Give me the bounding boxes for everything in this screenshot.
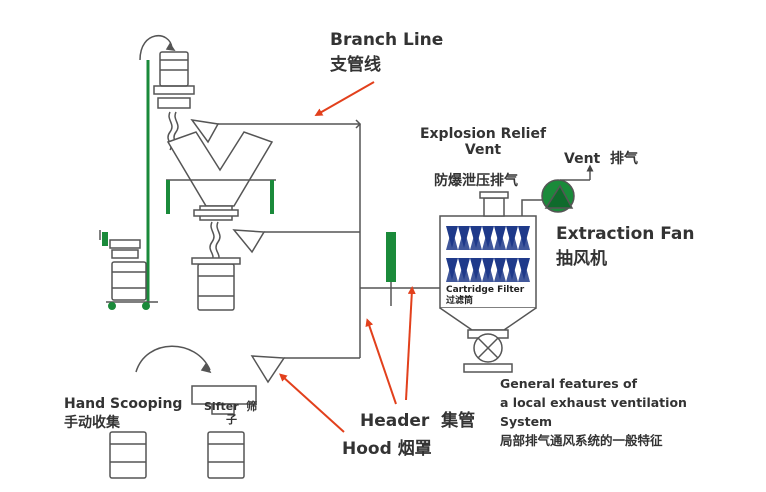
caption: General features of a local exhaust vent… <box>500 376 687 448</box>
filter-cartridges <box>446 226 530 282</box>
extraction-fan-label: Extraction Fan 抽风机 <box>556 224 695 269</box>
extraction-fan <box>521 164 594 216</box>
header-label: Header 集管 <box>360 411 476 431</box>
hood-label: Hood 烟罩 <box>342 439 432 459</box>
branch-line-label: Branch Line 支管线 <box>330 30 444 75</box>
left-stand <box>99 230 158 310</box>
sifter-label: Sifter 筛 子 <box>204 400 258 426</box>
sifter-station <box>109 345 257 479</box>
drum-lower-center <box>191 257 241 311</box>
hoods <box>190 118 286 384</box>
explosion-vent-label: Explosion Relief Vent <box>419 126 547 158</box>
hand-scooping-label: Hand Scooping 手动收集 <box>64 396 183 431</box>
ductwork <box>218 119 444 359</box>
callout-arrows <box>279 81 416 433</box>
header-damper <box>386 232 396 282</box>
v-blender <box>166 131 276 261</box>
cartridge-filter-label: Cartridge Filter 过滤筒 <box>446 285 525 306</box>
explosion-vent-cn: 防爆泄压排气 <box>434 173 518 189</box>
vent-label: Vent 排气 <box>564 151 638 167</box>
